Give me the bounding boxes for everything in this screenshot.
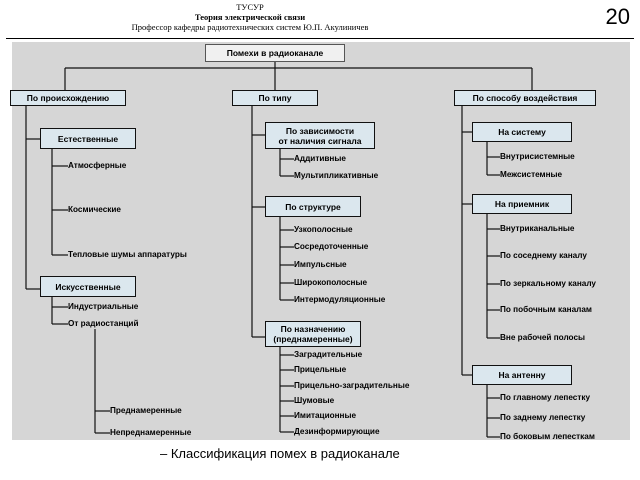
- leaf-industrial: Индустриальные: [68, 302, 139, 311]
- root-label: Помехи в радиоканале: [226, 48, 324, 58]
- purpose-label-1: По назначению: [280, 324, 346, 334]
- page-number: 20: [605, 4, 630, 29]
- leaf-adjacent-channel: По соседнему каналу: [500, 251, 587, 260]
- leaf-multiplicative: Мультипликативные: [294, 171, 379, 180]
- purpose-label-2: (преднамеренные): [273, 334, 353, 344]
- author-line: Профессор кафедры радиотехнических систе…: [131, 22, 369, 32]
- leaf-intermodulation: Интермодуляционные: [294, 295, 386, 304]
- natural-label: Естественные: [57, 133, 119, 144]
- leaf-cosmic: Космические: [68, 205, 121, 214]
- root-node: Помехи в радиоканале: [205, 44, 345, 62]
- impact-category-label: По способу воздействия: [472, 93, 578, 103]
- figure-caption: – Классификация помех в радиоканале: [160, 446, 400, 461]
- system-box: На систему: [472, 122, 572, 142]
- leaf-out-of-band: Вне рабочей полосы: [500, 333, 585, 342]
- leaf-intersystem: Межсистемные: [500, 170, 563, 179]
- diagram-panel: Помехи в радиоканале По происхождению По…: [10, 42, 630, 441]
- structure-box: По структуре: [265, 196, 361, 217]
- leaf-noise: Шумовые: [294, 396, 335, 405]
- leaf-main-lobe: По главному лепестку: [500, 393, 591, 402]
- leaf-back-lobe: По заднему лепестку: [500, 413, 586, 422]
- leaf-thermal-noise: Тепловые шумы аппаратуры: [68, 250, 187, 259]
- signal-dependency-label-2: от наличия сигнала: [278, 135, 362, 146]
- leaf-radio-stations: От радиостанций: [68, 319, 139, 328]
- antenna-box: На антенну: [472, 365, 572, 385]
- artificial-box: Искусственные: [40, 276, 136, 297]
- leaf-spot-barrage: Прицельно-заградительные: [294, 381, 410, 390]
- leaf-narrowband: Узкополосные: [294, 225, 353, 234]
- leaf-spurious-channels: По побочным каналам: [500, 305, 592, 314]
- type-category-box: По типу: [232, 90, 318, 106]
- natural-box: Естественные: [40, 128, 136, 149]
- slide-header: ТУСУР Теория электрической связи Професс…: [130, 2, 370, 32]
- leaf-in-channel: Внутриканальные: [500, 224, 575, 233]
- type-category-label: По типу: [258, 93, 292, 103]
- receiver-label: На приемник: [494, 199, 550, 209]
- leaf-barrage: Заградительные: [294, 350, 363, 359]
- leaf-side-lobes: По боковым лепесткам: [500, 432, 595, 441]
- leaf-impulse: Импульсные: [294, 260, 347, 269]
- org-name: ТУСУР: [236, 2, 264, 12]
- signal-dependency-box: По зависимости от наличия сигнала: [265, 122, 375, 149]
- leaf-spot: Прицельные: [294, 365, 347, 374]
- leaf-image-channel: По зеркальному каналу: [500, 279, 596, 288]
- connector-lines: [25, 62, 533, 438]
- leaf-intrasystem: Внутрисистемные: [500, 152, 575, 161]
- structure-label: По структуре: [285, 201, 341, 212]
- leaf-additive: Аддитивные: [294, 154, 346, 163]
- leaf-intentional: Преднамеренные: [110, 406, 182, 415]
- leaf-atmospheric: Атмосферные: [68, 161, 127, 170]
- signal-dependency-label-1: По зависимости: [285, 125, 355, 136]
- purpose-box: По назначению (преднамеренные): [265, 321, 361, 347]
- origin-category-box: По происхождению: [10, 90, 126, 106]
- impact-category-box: По способу воздействия: [454, 90, 596, 106]
- origin-category-label: По происхождению: [26, 93, 110, 103]
- leaf-wideband: Широкополосные: [294, 278, 368, 287]
- leaf-unintentional: Непреднамеренные: [110, 428, 192, 437]
- system-label: На систему: [498, 127, 546, 137]
- antenna-label: На антенну: [498, 370, 546, 380]
- leaf-disinformation: Дезинформирующие: [294, 427, 380, 436]
- header-divider: [6, 38, 634, 39]
- leaf-imitation: Имитационные: [294, 411, 357, 420]
- artificial-label: Искусственные: [55, 281, 121, 292]
- course-title: Теория электрической связи: [194, 12, 306, 22]
- receiver-box: На приемник: [472, 194, 572, 214]
- leaf-concentrated: Сосредоточенные: [294, 242, 369, 251]
